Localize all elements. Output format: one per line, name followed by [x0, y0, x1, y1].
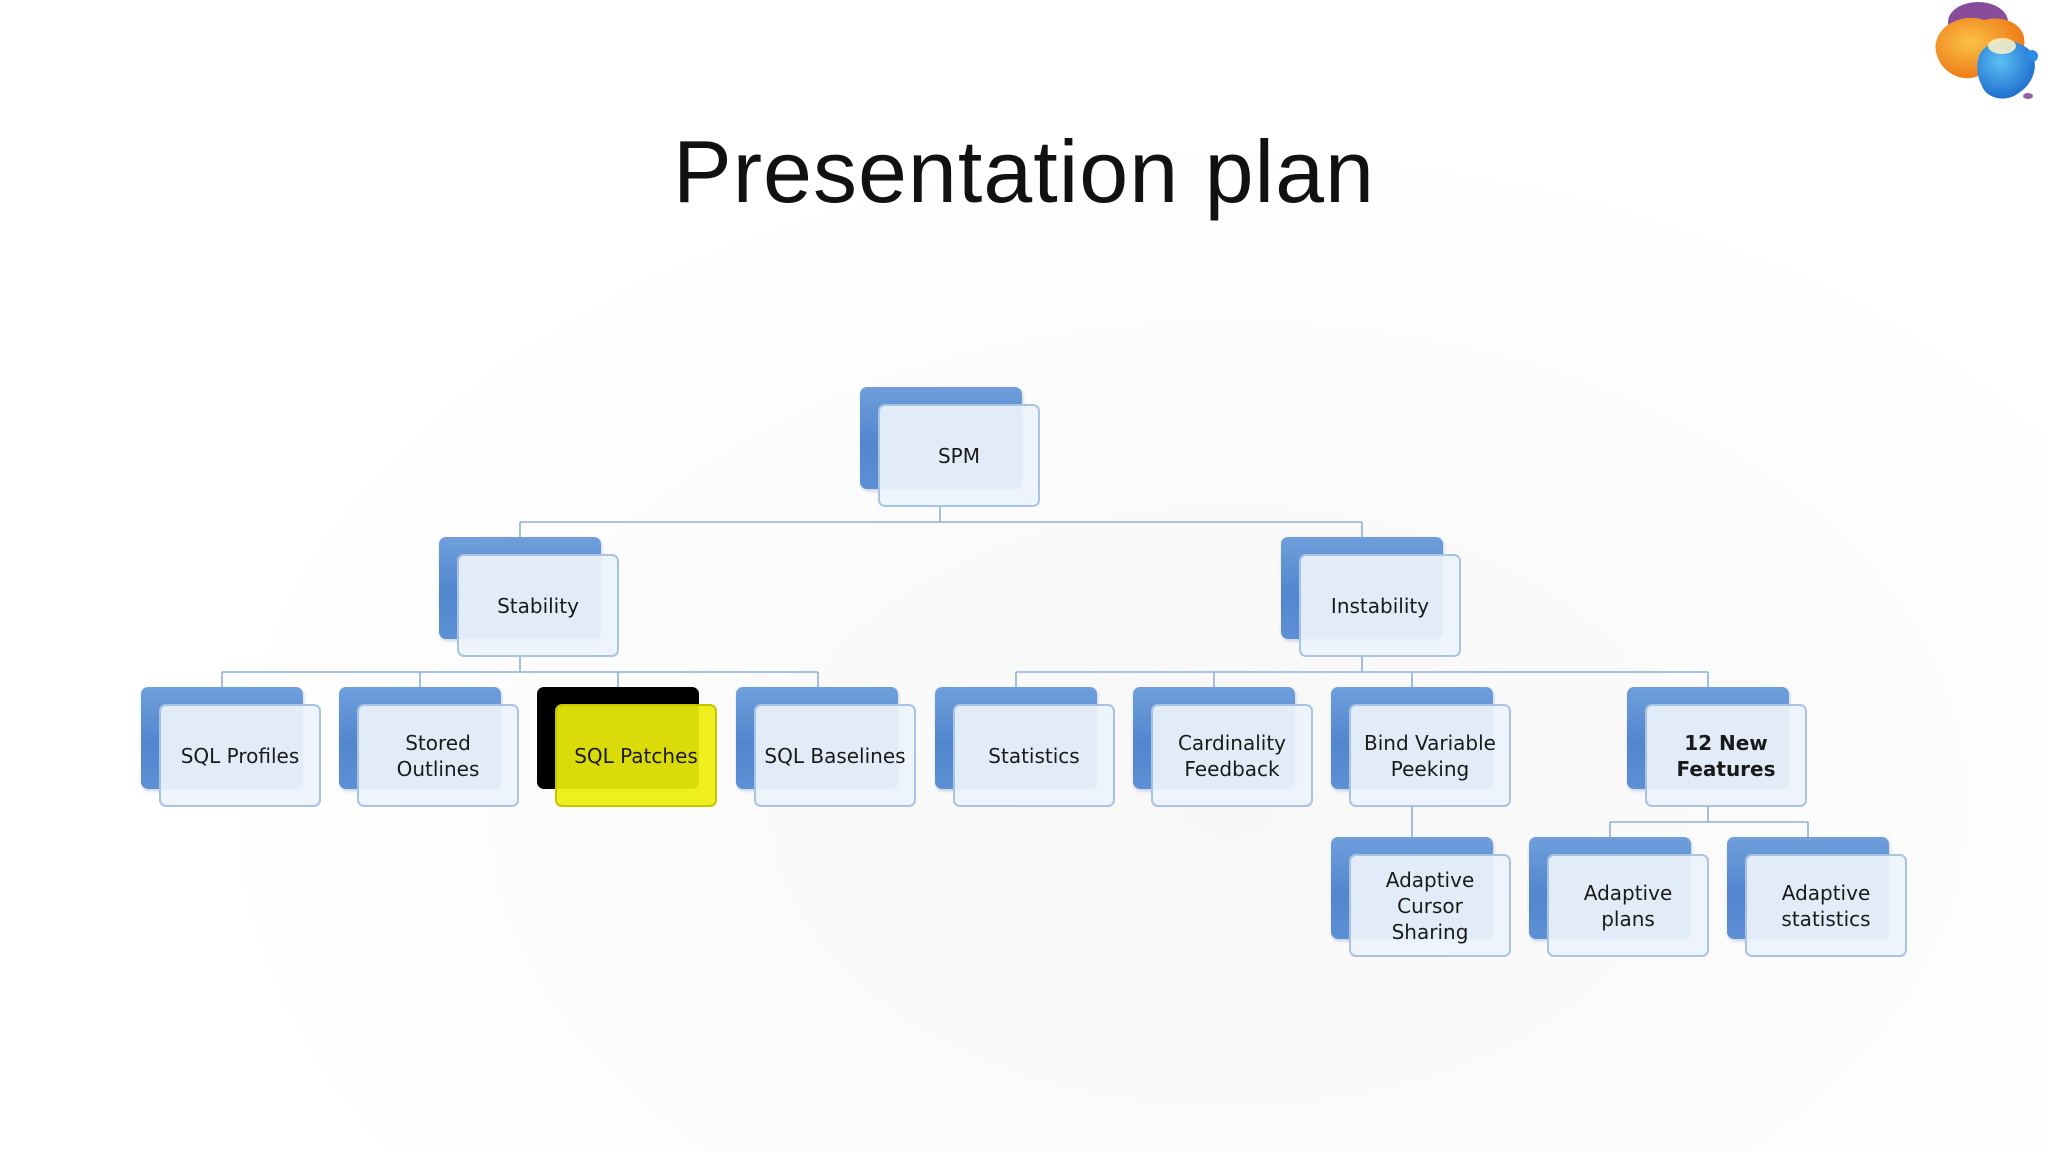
node-stability-label: Stability: [497, 593, 579, 618]
node-bind-variable-peeking-label: Bind Variable Peeking: [1364, 730, 1496, 781]
node-spm: SPM: [860, 387, 1040, 507]
node-sql-patches: SQL Patches: [537, 687, 717, 807]
node-new-features-label: 12 New Features: [1676, 730, 1776, 781]
node-spm-label: SPM: [937, 443, 980, 468]
node-cardinality-feedback: Cardinality Feedback: [1133, 687, 1313, 807]
node-adaptive-statistics: Adaptive statistics: [1727, 837, 1907, 957]
node-sql-patches-label: SQL Patches: [574, 743, 698, 768]
node-sql-baselines-label: SQL Baselines: [764, 743, 906, 768]
node-statistics-label: Statistics: [988, 743, 1080, 768]
logo-icon: [1935, 2, 2038, 99]
connector-spm: [519, 506, 1363, 537]
node-cardinality-feedback-label: Cardinality Feedback: [1177, 730, 1287, 781]
node-sql-baselines: SQL Baselines: [736, 687, 916, 807]
connector-new-features: [1609, 806, 1809, 837]
node-instability-label: Instability: [1330, 593, 1430, 618]
node-stored-outlines: Stored Outlines: [339, 687, 519, 807]
node-statistics: Statistics: [935, 687, 1115, 807]
node-adaptive-statistics-label: Adaptive statistics: [1781, 880, 1871, 931]
node-adaptive-plans-label: Adaptive plans: [1583, 880, 1673, 931]
node-new-features: 12 New Features: [1627, 687, 1807, 807]
node-adaptive-plans: Adaptive plans: [1529, 837, 1709, 957]
connector-instability: [1015, 656, 1709, 687]
node-sql-profiles-label: SQL Profiles: [180, 743, 300, 768]
node-stability: Stability: [439, 537, 619, 657]
node-instability: Instability: [1281, 537, 1461, 657]
slide-title: Presentation plan: [673, 122, 1375, 221]
node-bind-variable-peeking: Bind Variable Peeking: [1331, 687, 1511, 807]
node-adaptive-cursor-sharing-label: Adaptive Cursor Sharing: [1385, 867, 1475, 944]
node-sql-profiles: SQL Profiles: [141, 687, 321, 807]
node-adaptive-cursor-sharing: Adaptive Cursor Sharing: [1331, 837, 1511, 957]
connector-stability: [221, 656, 819, 687]
node-stored-outlines-label: Stored Outlines: [396, 730, 480, 781]
